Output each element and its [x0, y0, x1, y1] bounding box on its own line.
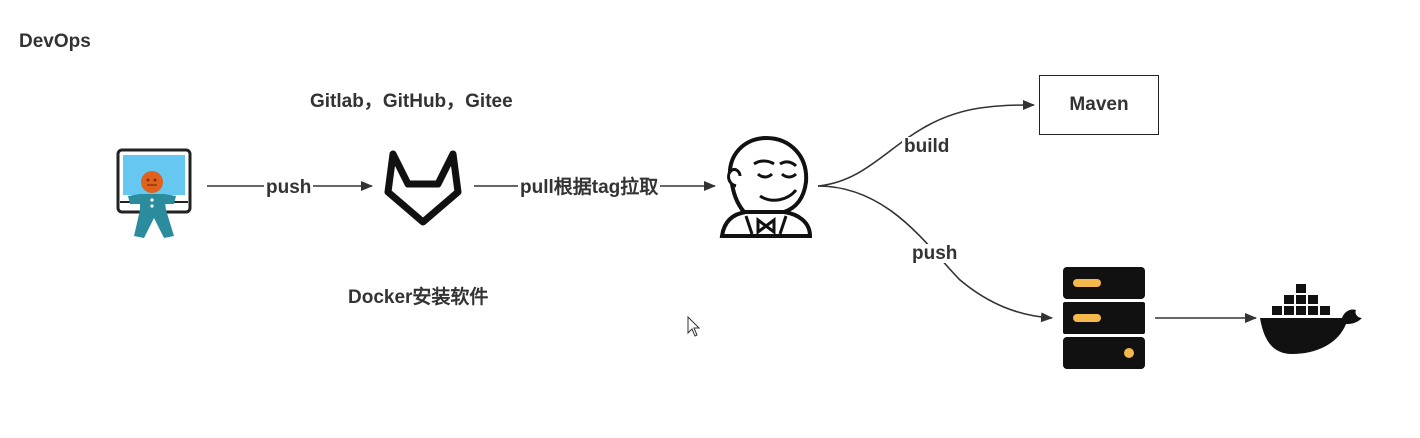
repos-label: Gitlab，GitHub，Gitee: [310, 91, 513, 112]
page-title: DevOps: [19, 31, 91, 52]
maven-node: Maven: [1039, 75, 1159, 135]
gitlab-icon: [384, 150, 462, 226]
edge-jenkins-to-registry: [817, 185, 1053, 323]
edge-jenkins-to-maven: [817, 100, 1035, 187]
edge-label-pull: pull根据tag拉取: [518, 177, 661, 198]
edge-label-push-registry: push: [910, 243, 960, 264]
docker-icon: [1260, 284, 1362, 354]
maven-label: Maven: [1069, 94, 1129, 115]
developer-icon: [116, 148, 192, 238]
mouse-cursor-icon: [687, 316, 701, 337]
docker-install-label: Docker安装软件: [348, 287, 489, 308]
edge-label-build: build: [902, 136, 952, 157]
server-icon: [1063, 267, 1145, 369]
jenkins-icon: [719, 135, 813, 238]
edge-label-push-dev: push: [264, 177, 314, 198]
